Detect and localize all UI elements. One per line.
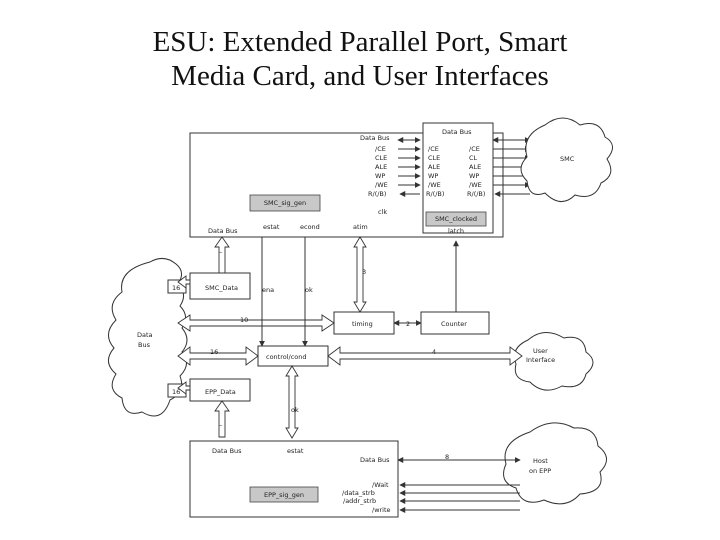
epp-sig-gen-label: EPP_sig_gen bbox=[264, 491, 304, 499]
atim-timing-bus bbox=[353, 236, 367, 313]
bus-user-interface: 4 bbox=[327, 346, 523, 366]
smc-clocked-out-cl: CL bbox=[469, 154, 478, 162]
smc-cloud-shape bbox=[520, 117, 613, 202]
smc-econd-label: econd bbox=[300, 223, 320, 231]
smc-clocked-label: SMC_clocked bbox=[435, 215, 477, 223]
timing-label: timing bbox=[352, 320, 373, 328]
epp-data-bus-vertical-label: – bbox=[219, 421, 222, 429]
smc-bottom-data-bus-label: Data Bus bbox=[208, 227, 238, 235]
bus-16-to-epp-data bbox=[177, 381, 191, 395]
smc-clocked-data-bus-label: Data Bus bbox=[442, 128, 472, 136]
user-interface-cloud-label-line-2: Interface bbox=[526, 356, 555, 364]
epp-signal-write: /write bbox=[372, 506, 391, 514]
smc-internal-signal-arrows bbox=[398, 146, 421, 197]
bus-10-to-timing: 10 bbox=[177, 314, 335, 332]
epp-data-bus-label: Data Bus bbox=[360, 456, 390, 464]
host-cloud-label-line-1: Host bbox=[533, 457, 548, 465]
smc-data-bus-vertical bbox=[214, 236, 230, 274]
smc-data-bus-vertical-label: – bbox=[219, 248, 222, 256]
smc-signal-wp: WP bbox=[375, 172, 385, 180]
timing-block: timing bbox=[333, 311, 395, 335]
smc-data-label: SMC_Data bbox=[205, 284, 238, 292]
epp-data-bus-vertical bbox=[214, 400, 230, 438]
host-cloud-label-line-2: on EPP bbox=[529, 467, 551, 475]
smc-clocked-latch-label: latch bbox=[448, 227, 464, 235]
smc-clocked-in-wp: WP bbox=[428, 172, 438, 180]
smc-clocked-in-ale: ALE bbox=[428, 163, 440, 171]
epp-bottom-data-bus-label: Data Bus bbox=[212, 447, 242, 455]
smc-clocked-box bbox=[425, 211, 487, 227]
user-interface-cloud-label-line-1: User bbox=[533, 347, 548, 355]
smc-clocked-out-wp: WP bbox=[469, 172, 479, 180]
smc-clocked-out-ce: /CE bbox=[469, 145, 480, 153]
epp-controller-block: EPP_sig_gen Data Bus estat Data Bus 8 /W… bbox=[189, 440, 521, 518]
counter-block: Counter bbox=[420, 311, 490, 335]
host-cloud-shape bbox=[503, 422, 607, 505]
smc-controller-block: SMC_sig_gen SMC_clocked latch Data Bus D… bbox=[189, 122, 531, 238]
bus-16-smc-arrow bbox=[177, 275, 191, 289]
smc-clk-label: clk bbox=[378, 208, 387, 216]
bus-ui-shape bbox=[327, 346, 523, 366]
bus-10-shape bbox=[177, 314, 335, 332]
smc-estat-label: estat bbox=[263, 223, 280, 231]
smc-clocked-in-cle: CLE bbox=[428, 154, 440, 162]
smc-data-outline bbox=[189, 272, 251, 300]
smc-signal-we: /WE bbox=[375, 181, 388, 189]
smc-clocked-out-rb: R/(/B) bbox=[467, 190, 485, 198]
control-block: control/cond bbox=[257, 345, 329, 367]
smc-signal-rb: R/(/B) bbox=[368, 190, 386, 198]
epp-signal-data-strb: /data_strb bbox=[342, 489, 375, 497]
epp-data-block: 16 EPP_Data bbox=[167, 378, 251, 402]
smc-signal-ce: /CE bbox=[375, 145, 386, 153]
epp-signal-wait: /Wait bbox=[372, 481, 389, 489]
bus-16-to-smc-data bbox=[177, 275, 191, 289]
bus-10-label: 10 bbox=[240, 316, 248, 324]
smc-clocked-in-rb: R/(/B) bbox=[426, 190, 444, 198]
epp-signal-addr-strb: /addr_strb bbox=[343, 497, 376, 505]
counter-label: Counter bbox=[441, 320, 467, 328]
smc-cloud: SMC bbox=[520, 117, 613, 202]
timing-counter-link-label: 2 bbox=[406, 320, 410, 328]
smc-data-ena-label: ena bbox=[262, 286, 274, 294]
smc-clocked-in-ce: /CE bbox=[428, 145, 439, 153]
slide-title-line-2: Media Card, and User Interfaces bbox=[171, 60, 549, 92]
bus-16-to-control: 16 bbox=[177, 346, 259, 366]
vertical-connections: – 3 ok – bbox=[214, 236, 459, 439]
smc-clocked-out-we: /WE bbox=[469, 181, 482, 189]
data-bus-cloud-label-line-1: Data bbox=[137, 331, 153, 339]
bus-ui-label: 4 bbox=[432, 348, 436, 356]
epp-estat-label: estat bbox=[287, 447, 304, 455]
smc-sig-gen-box bbox=[249, 194, 321, 212]
atim-timing-label: 3 bbox=[362, 268, 366, 276]
user-interface-cloud-shape bbox=[514, 332, 594, 391]
smc-signal-cle: CLE bbox=[375, 154, 387, 162]
epp-controller-outline bbox=[189, 440, 399, 518]
smc-data-bus-label: Data Bus bbox=[360, 134, 390, 142]
bus-16-control-shape bbox=[177, 346, 259, 366]
smc-data-block: 16 SMC_Data ena ok bbox=[167, 272, 313, 300]
user-interface-cloud: User Interface bbox=[514, 332, 594, 391]
bus-16-epp-arrow bbox=[177, 381, 191, 395]
smc-cloud-label: SMC bbox=[560, 155, 575, 163]
smc-clocked-in-we: /WE bbox=[428, 181, 441, 189]
smc-sig-gen-label: SMC_sig_gen bbox=[264, 199, 306, 207]
control-epp-bus bbox=[285, 365, 299, 439]
control-epp-label: ok bbox=[291, 406, 299, 414]
epp-data-width-label: 16 bbox=[172, 388, 180, 396]
smc-signal-ale: ALE bbox=[375, 163, 387, 171]
smc-data-ok-label: ok bbox=[305, 286, 313, 294]
bus-16-control-label: 16 bbox=[210, 348, 218, 356]
smc-atim-label: atim bbox=[353, 223, 368, 231]
smc-data-width-label: 16 bbox=[172, 284, 180, 292]
epp-data-label: EPP_Data bbox=[205, 388, 236, 396]
host-cloud: Host on EPP bbox=[503, 422, 607, 505]
data-bus-cloud-label-line-2: Bus bbox=[138, 341, 151, 349]
smc-clocked-out-ale: ALE bbox=[469, 163, 481, 171]
epp-sig-gen-box bbox=[249, 486, 319, 503]
control-label: control/cond bbox=[266, 353, 307, 361]
slide-title-line-1: ESU: Extended Parallel Port, Smart bbox=[152, 26, 568, 58]
